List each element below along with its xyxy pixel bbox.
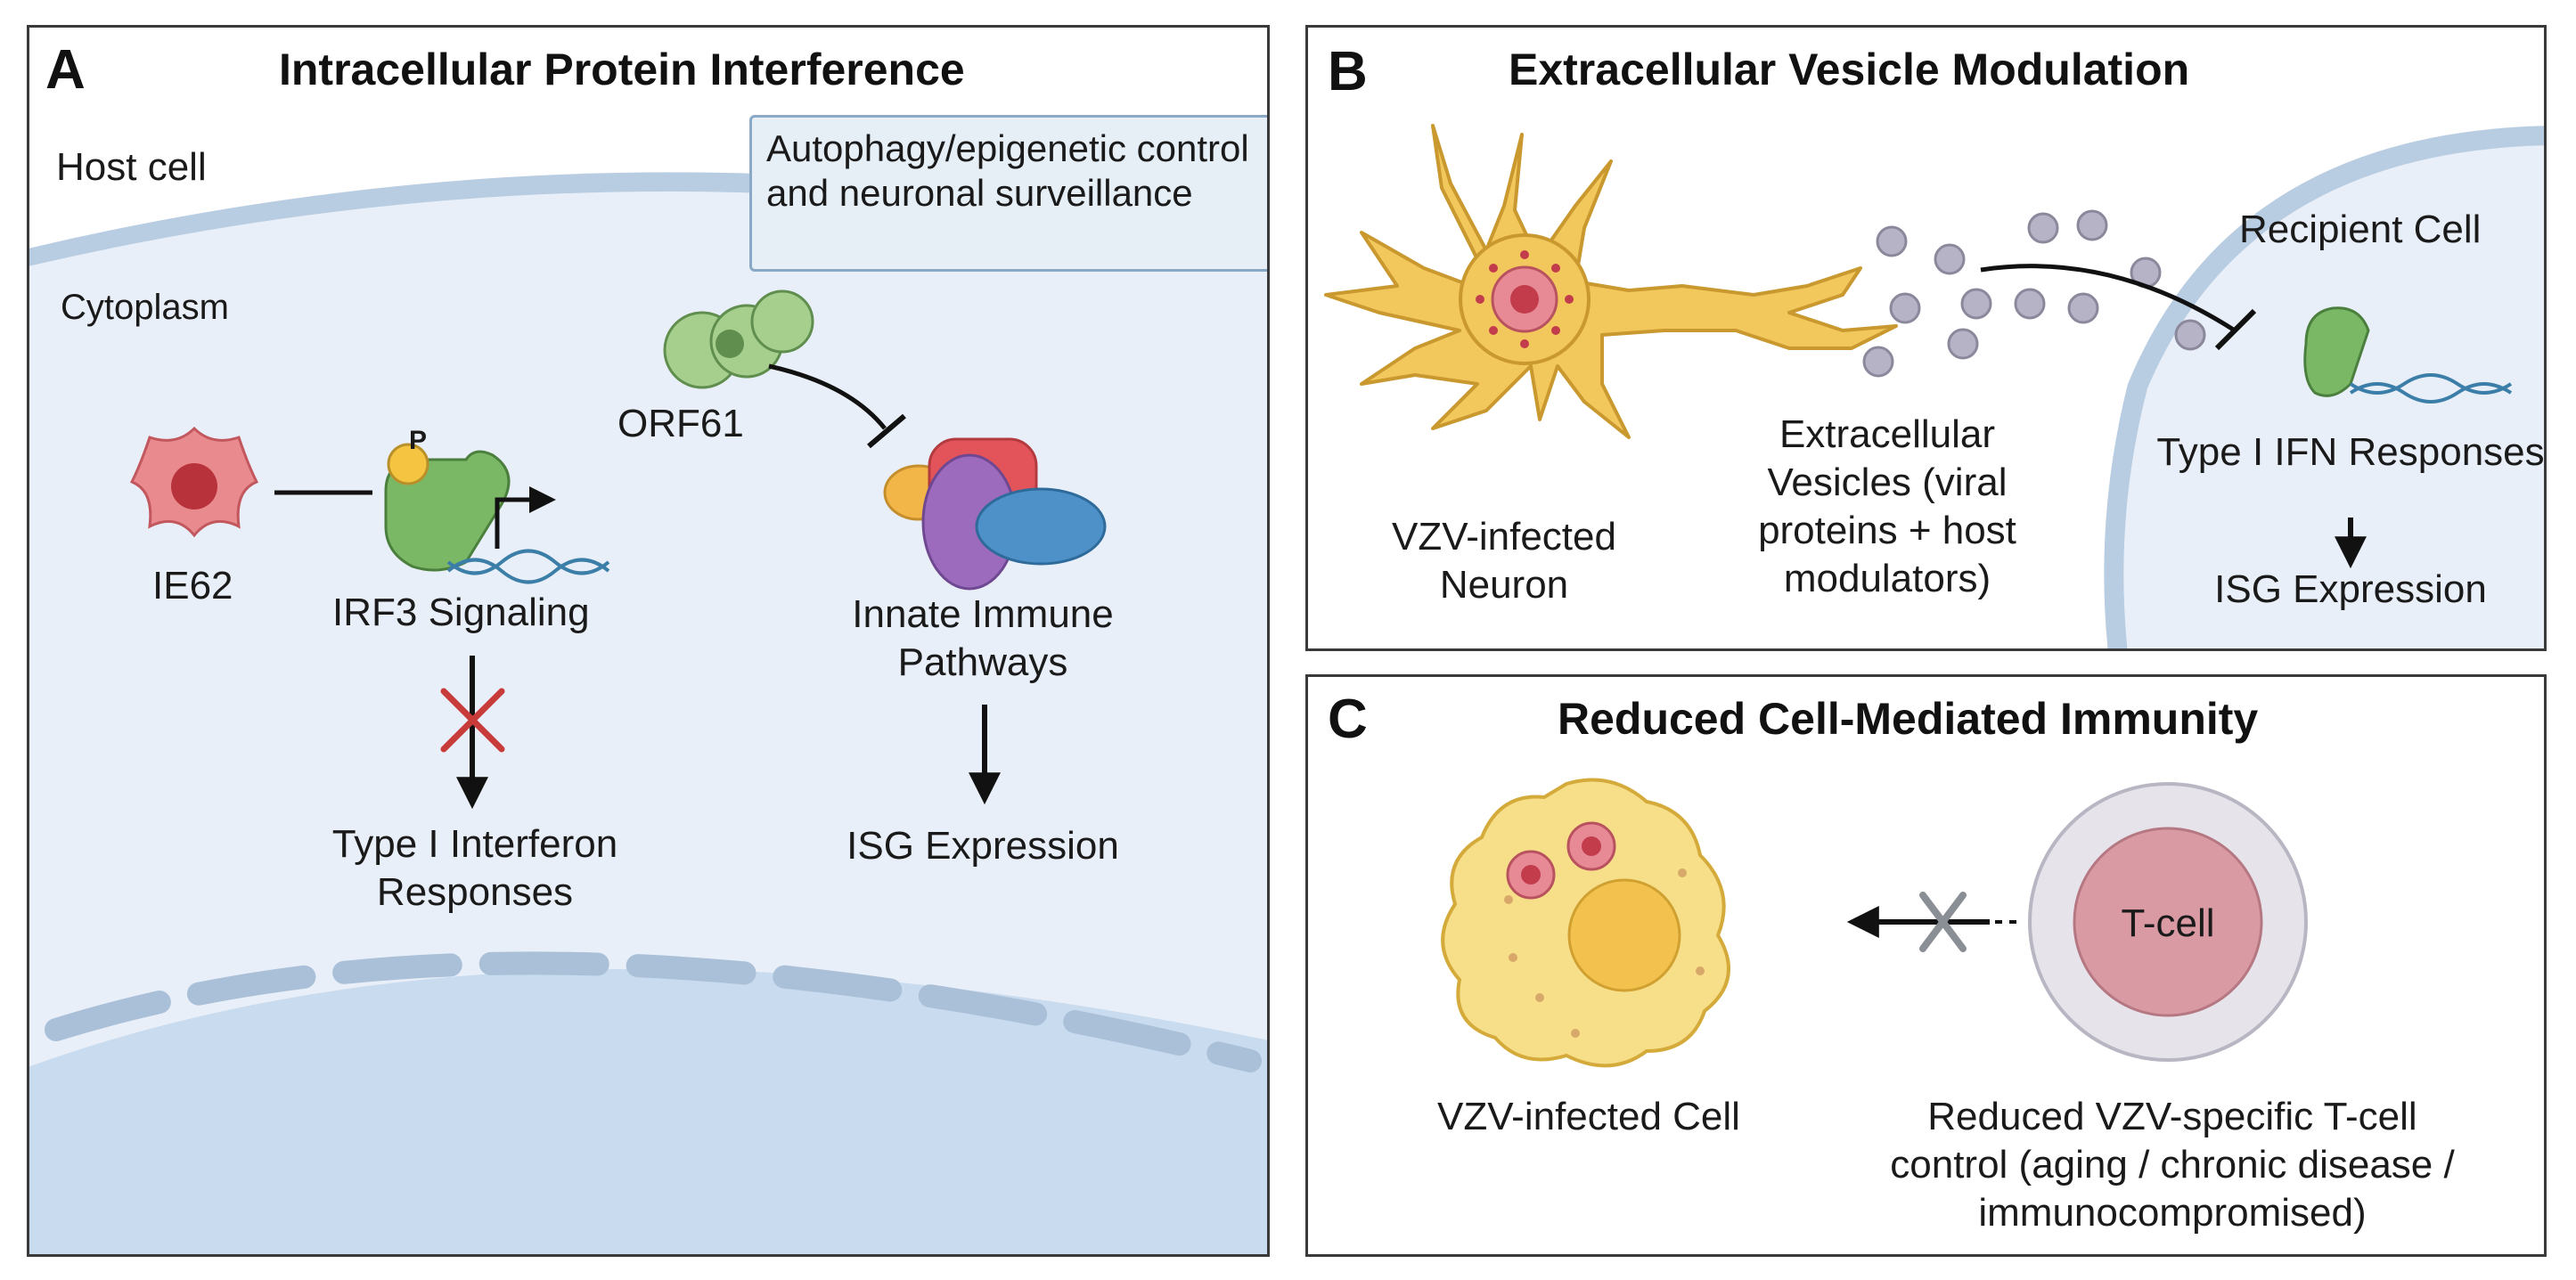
innate-label-1: Innate Immune — [852, 592, 1114, 636]
panel-b-illustration — [1324, 124, 2544, 648]
panel-a: A Intracellular Protein Interference Hos… — [27, 25, 1270, 1257]
phospho-label: P — [408, 426, 427, 455]
orf61-label: ORF61 — [617, 402, 744, 445]
panel-b-letter: B — [1328, 41, 1368, 102]
panel-b: B Extracellular Vesicle Modulation Recip… — [1305, 25, 2547, 651]
virions — [1506, 821, 1616, 900]
infected-cell-label: VZV-infected Cell — [1437, 1095, 1740, 1138]
recipient-cell-body — [2123, 145, 2544, 648]
innate-immune-complex — [883, 437, 1107, 591]
nuclear-envelope — [45, 951, 1262, 1072]
irf3-protein — [384, 443, 610, 584]
ifn-label: Type I IFN Responses — [2156, 430, 2545, 474]
host-cell-label: Host cell — [56, 145, 207, 189]
annotation-box: Autophagy/epigenetic control and neurona… — [749, 115, 1267, 272]
recipient-protein — [2303, 306, 2513, 404]
recipient-cell-label: Recipient Cell — [2239, 208, 2482, 251]
panel-a-title: Intracellular Protein Interference — [279, 45, 965, 94]
nucleus — [29, 968, 1267, 1254]
blocked-cross — [1919, 892, 1967, 952]
panel-a-letter: A — [45, 39, 86, 101]
inhibition-cross — [440, 688, 505, 753]
ev-label-3: proteins + host — [1758, 509, 2016, 552]
neuron-label-1: VZV-infected — [1392, 515, 1616, 558]
infected-nucleus — [1567, 878, 1681, 992]
neuron-label-2: Neuron — [1439, 563, 1569, 607]
type1-label-1: Type I Interferon — [331, 822, 618, 866]
isg-label-b: ISG Expression — [2214, 567, 2487, 611]
ie62-protein — [129, 426, 259, 538]
neuron — [1324, 124, 1898, 439]
panel-a-illustration — [29, 172, 1267, 1254]
irf3-label: IRF3 Signaling — [332, 591, 590, 634]
isg-label-a: ISG Expression — [846, 824, 1119, 868]
ev-label-2: Vesicles (viral — [1767, 461, 2008, 504]
panel-c-title: Reduced Cell-Mediated Immunity — [1558, 694, 2259, 744]
innate-label-2: Pathways — [897, 640, 1068, 684]
reduced-label-2: control (aging / chronic disease / — [1890, 1143, 2455, 1186]
panel-c: C Reduced Cell-Mediated Immunity T-cell … — [1305, 674, 2547, 1257]
reduced-label-1: Reduced VZV-specific T-cell — [1927, 1095, 2417, 1138]
panel-c-letter: C — [1328, 689, 1368, 750]
extracellular-vesicles — [1862, 209, 2206, 378]
tcell-label: T-cell — [2121, 901, 2215, 945]
type1-label-2: Responses — [376, 870, 574, 914]
ev-label-4: modulators) — [1783, 557, 1991, 600]
tcell-nucleus — [2073, 827, 2263, 1017]
orf61-protein — [663, 289, 814, 389]
reduced-label-3: immunocompromised) — [1978, 1191, 2367, 1235]
cytoplasm-label: Cytoplasm — [61, 288, 229, 327]
panel-b-title: Extracellular Vesicle Modulation — [1509, 45, 2190, 94]
ev-label-1: Extracellular — [1779, 412, 1996, 456]
ie62-label: IE62 — [152, 564, 233, 607]
panel-c-illustration — [1441, 778, 2308, 1068]
